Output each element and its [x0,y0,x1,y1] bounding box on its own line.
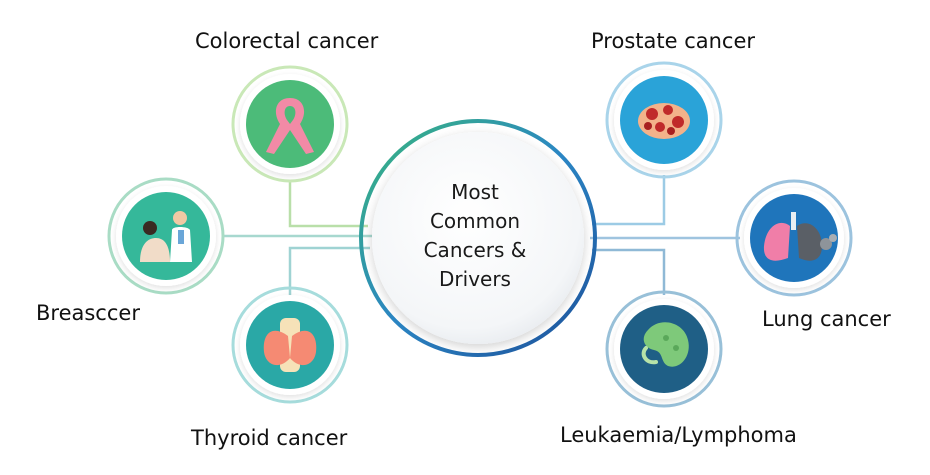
prostate-cells-icon [638,103,690,139]
label-thyroid: Thyroid cancer [191,426,348,450]
label-breast: Breasccer [36,301,140,325]
node-thyroid [231,286,349,404]
center-title: Most Common Cancers & Drivers [400,178,550,294]
connector-leukaemia [592,248,666,295]
spleen-icon [641,322,689,367]
connector-colorectal [288,180,368,228]
label-leukaemia: Leukaemia/Lymphoma [560,423,797,447]
label-lung: Lung cancer [762,307,891,331]
node-lung [735,179,853,297]
thyroid-icon [263,318,317,372]
center-line: Common [429,209,521,233]
label-prostate: Prostate cancer [591,29,756,53]
connector-prostate [592,175,666,226]
center-line: Drivers [439,267,511,291]
pink-ribbon-icon [266,98,314,154]
connector-thyroid [288,246,370,296]
node-prostate [605,61,723,179]
node-breast [107,177,225,295]
lungs-icon [763,212,837,261]
label-colorectal: Colorectal cancer [195,29,379,53]
doctor-patient-icon [140,211,192,262]
center-line: Most [451,180,499,204]
node-colorectal [231,65,349,183]
center-line: Cancers & [423,238,527,262]
connectors-right [590,175,740,295]
connectors-left [222,180,372,296]
center-hub [359,119,597,357]
node-leukaemia [605,290,723,408]
